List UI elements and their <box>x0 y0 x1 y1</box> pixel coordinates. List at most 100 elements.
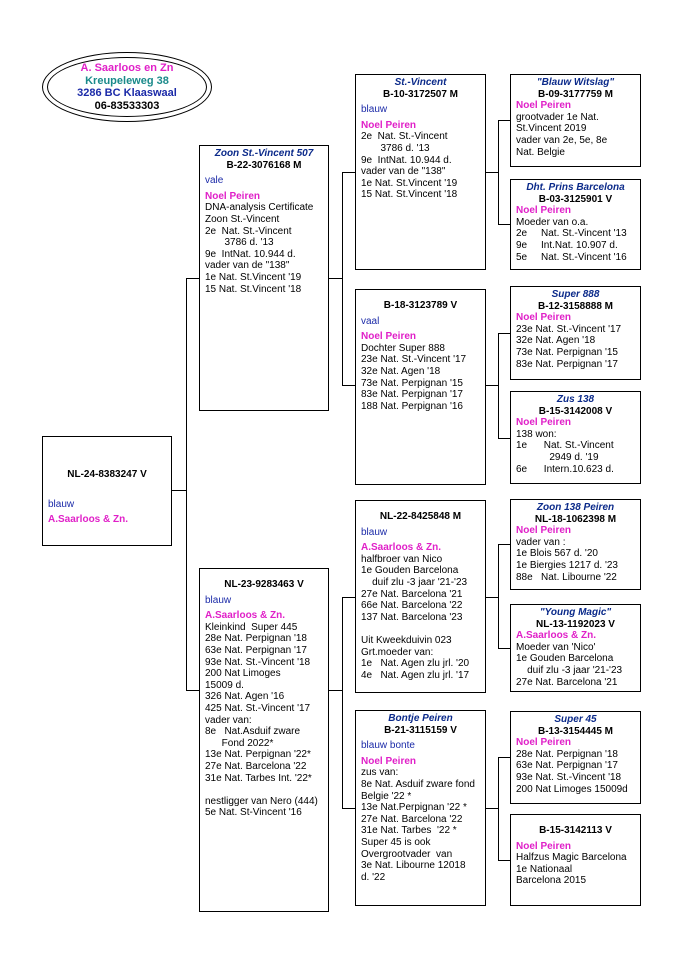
note-line: 4e Nat. Agen zlu jrl. '17 <box>361 669 470 681</box>
ring-number: B-13-3154445 M <box>537 725 614 737</box>
connector-line <box>498 544 499 648</box>
owner-street: Kreupeleweg 38 <box>85 74 169 87</box>
breeder-name: Noel Peiren <box>516 737 572 749</box>
note-line: 28e Nat. Perpignan '18 <box>205 633 307 645</box>
connector-line <box>498 224 510 225</box>
note-line: 63e Nat. Perpignan '17 <box>205 644 307 656</box>
pigeon-color: blauw bonte <box>361 740 415 752</box>
note-line: duif zlu -3 jaar '21-'23 <box>516 664 623 676</box>
connector-line <box>498 438 510 439</box>
note-line: 200 Nat Limoges 15009d <box>516 783 628 795</box>
note-line: 1e Nationaal <box>516 863 573 875</box>
note-line: 137 Nat. Barcelona '23 <box>361 611 463 623</box>
note-line: vader van : <box>516 536 566 548</box>
breeder-name: Noel Peiren <box>361 755 417 767</box>
note-line: 83e Nat. Perpignan '17 <box>516 358 618 370</box>
note-line: 15 Nat. St.Vincent '18 <box>205 283 302 295</box>
connector-line <box>329 278 342 279</box>
note-line: 2e Nat. St.-Vincent <box>205 225 292 237</box>
note-line: Dochter Super 888 <box>361 342 445 354</box>
connector-line <box>342 385 355 386</box>
owner-city: 3286 BC Klaaswaal <box>77 87 177 99</box>
note-line: 138 won: <box>516 428 557 440</box>
note-line: 6e Intern.10.623 d. <box>516 463 614 475</box>
note-line: Grt.moeder van: <box>361 646 434 658</box>
note-line: grootvader 1e Nat. <box>516 111 599 123</box>
note-line: Halfzus Magic Barcelona <box>516 852 627 864</box>
ring-number: NL-24-8383247 V <box>67 469 147 480</box>
connector-line <box>498 757 499 860</box>
note-line: St.Vincent 2019 <box>516 123 587 135</box>
connector-line <box>172 490 186 491</box>
pigeon-name: Zoon 138 Peiren <box>536 502 615 513</box>
pigeon-name: Bontje Peiren <box>388 713 453 724</box>
connector-line <box>342 597 355 598</box>
connector-line <box>486 385 498 386</box>
note-line: 23e Nat. St.-Vincent '17 <box>516 323 622 335</box>
ring-number: NL-22-8425848 M <box>379 511 462 522</box>
pigeon-name: Super 45 <box>554 714 597 725</box>
pigeon-name: Dht. Prins Barcelona <box>526 182 625 193</box>
note-line: vader van 2e, 5e, 8e <box>516 134 608 146</box>
connector-line <box>342 597 343 808</box>
performance-notes: Moeder van 'Nico'1e Gouden Barcelona dui… <box>516 642 635 688</box>
breeder-name: A.Saarloos & Zn. <box>516 630 597 642</box>
connector-line <box>486 597 498 598</box>
connector-line <box>498 120 499 224</box>
ring-number: B-21-3115159 V <box>384 724 457 736</box>
connector-line <box>342 808 355 809</box>
note-line: 31e Nat. Tarbes '22 * <box>361 825 457 837</box>
connector-line <box>498 860 510 861</box>
pigeon-color: blauw <box>361 526 388 538</box>
note-line <box>361 623 480 635</box>
note-line <box>205 784 323 796</box>
note-line: 27e Nat. Barcelona '22 <box>205 760 307 772</box>
note-line: 88e Nat. Libourne '22 <box>516 571 617 583</box>
breeder-name: Noel Peiren <box>516 525 572 537</box>
note-line: 93e Nat. St.-Vincent '18 <box>205 656 311 668</box>
breeder-name: Noel Peiren <box>205 190 261 202</box>
pigeon-name: "Blauw Witslag" <box>536 77 615 88</box>
breeder-name: Noel Peiren <box>516 100 572 112</box>
note-line: 15 Nat. St.Vincent '18 <box>361 189 458 201</box>
note-line: duif zlu -3 jaar '21-'23 <box>361 576 468 588</box>
note-line: 1e Gouden Barcelona <box>361 565 459 577</box>
pigeon-color: vaal <box>361 315 380 327</box>
note-line: 200 Nat Limoges <box>205 668 281 680</box>
note-line: 1e Nat. St.-Vincent <box>516 440 614 452</box>
note-line: DNA-analysis Certificate <box>205 202 314 214</box>
note-line: Overgrootvader van <box>361 848 453 860</box>
note-line: 3e Nat. Libourne 12018 <box>361 860 466 872</box>
note-line: 9e IntNat. 10.944 d. <box>205 248 296 260</box>
connector-line <box>186 278 199 279</box>
note-line: Nat. Belgie <box>516 146 565 158</box>
note-line: 425 Nat. St.-Vincent '17 <box>205 702 311 714</box>
breeder-name: Noel Peiren <box>361 119 417 131</box>
note-line: 66e Nat. Barcelona '22 <box>361 600 463 612</box>
note-line: 32e Nat. Agen '18 <box>516 335 596 347</box>
breeder-name: Noel Peiren <box>516 205 572 217</box>
note-line: 3786 d. '13 <box>205 237 274 249</box>
